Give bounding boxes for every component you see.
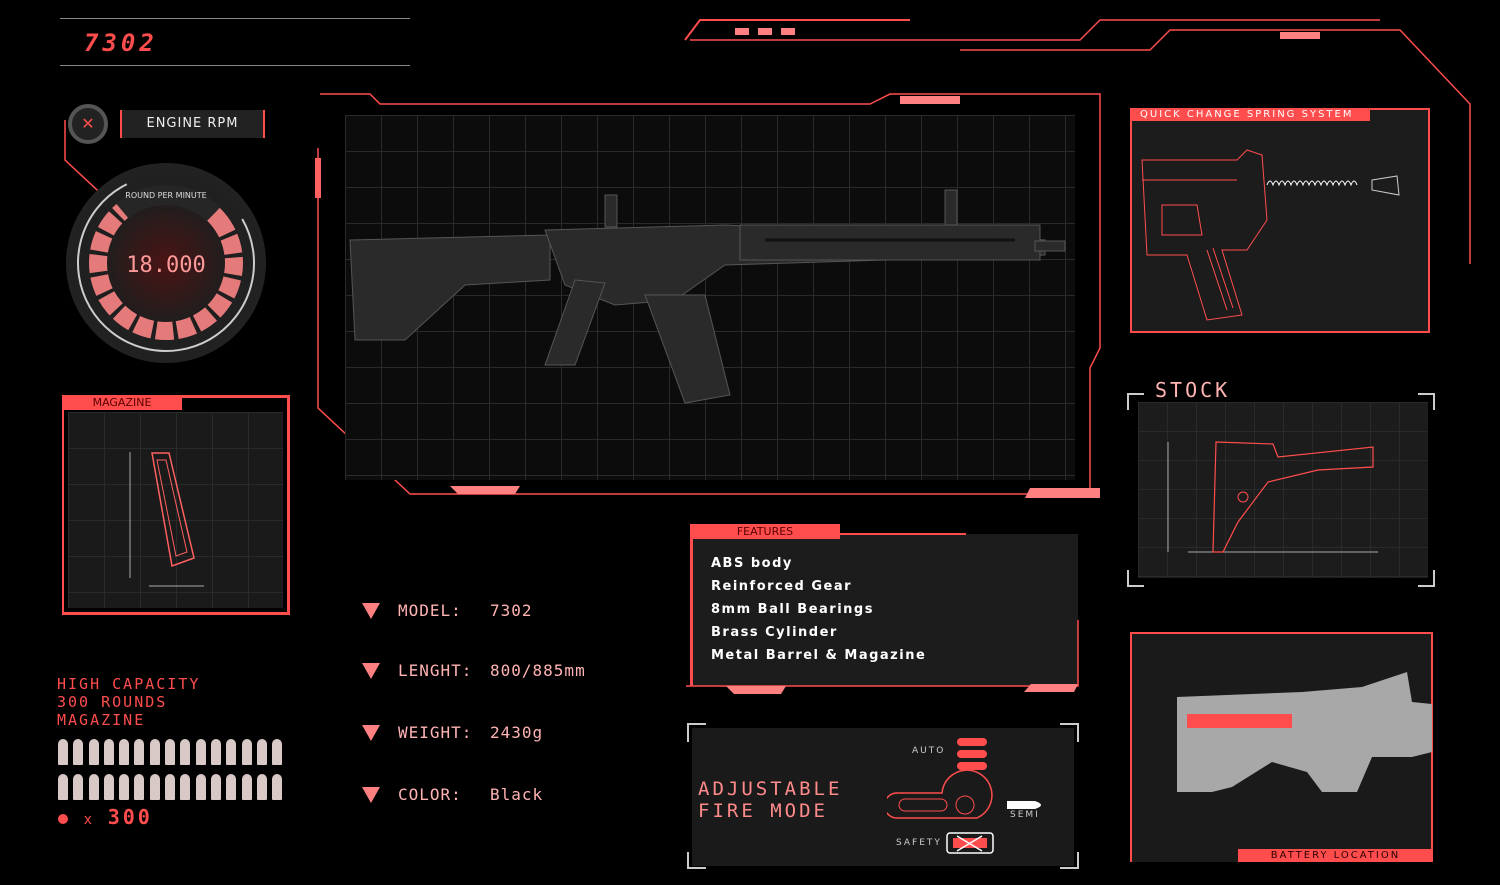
stock-drawing [1167, 441, 1378, 553]
rifle-image [349, 189, 1066, 404]
battery-panel: BATTERY LOCATION [1130, 632, 1433, 862]
bullet-icon [272, 739, 283, 765]
rpm-gauge: ROUND PER MINUTE 18.000 [66, 163, 266, 363]
bullet-icon [256, 739, 267, 765]
bullet-icon [195, 774, 206, 800]
bullet-icon [73, 739, 84, 765]
semi-label[interactable]: SEMI [1010, 810, 1040, 820]
bullet-icon [165, 774, 176, 800]
bullet-icon [88, 739, 99, 765]
bullet-icon [58, 739, 68, 765]
bullet-icon [149, 774, 160, 800]
battery-location-label: BATTERY LOCATION [1238, 849, 1433, 862]
fire-mode-panel: ADJUSTABLE FIRE MODE AUTO SEMI SAFETY [692, 728, 1074, 866]
bullet-rows [58, 739, 298, 809]
engine-rpm-label: ENGINE RPM [120, 110, 265, 138]
magazine-tab: MAGAZINE [62, 395, 182, 410]
bullet-icon [210, 739, 221, 765]
bullet-icon [226, 774, 237, 800]
safety-label[interactable]: SAFETY [896, 838, 942, 848]
spec-label: COLOR: [398, 785, 462, 804]
bullet-icon [149, 739, 160, 765]
triangle-down-icon [362, 724, 380, 741]
bullet-icon [226, 739, 237, 765]
bullet-icon [119, 774, 130, 800]
spec-row: LENGHT: 800/885mm [352, 661, 586, 680]
spec-label: LENGHT: [398, 661, 473, 680]
bullet-icon [165, 739, 176, 765]
title-box: 7302 [60, 18, 410, 66]
fire-mode-title: ADJUSTABLE FIRE MODE [698, 778, 842, 822]
spec-row: WEIGHT: 2430g [352, 723, 543, 742]
spring-panel: QUICK CHANGE SPRING SYSTEM [1130, 108, 1430, 333]
bullet-icon [241, 739, 252, 765]
bullet-dot-icon [58, 814, 68, 824]
bullet-icon [210, 774, 221, 800]
spec-row: MODEL: 7302 [352, 601, 533, 620]
spec-value: Black [490, 785, 544, 804]
spec-value: 7302 [490, 601, 533, 620]
magazine-panel: MAGAZINE [62, 395, 290, 615]
triangle-down-icon [362, 662, 380, 679]
battery-drawing [1177, 672, 1432, 792]
fire-selector-icon [887, 738, 1041, 854]
stock-corners [1127, 393, 1435, 587]
bullet-icon [180, 774, 191, 800]
features-tab: FEATURES [690, 524, 840, 539]
feature-item: Reinforced Gear [711, 579, 853, 594]
count-value: 300 [107, 805, 153, 829]
bullet-icon [134, 739, 145, 765]
count-prefix: x [83, 812, 93, 828]
round-count: x 300 [58, 805, 153, 829]
feature-item: 8mm Ball Bearings [711, 602, 874, 617]
spec-row: COLOR: Black [352, 785, 543, 804]
spec-value: 2430g [490, 723, 544, 742]
spec-label: MODEL: [398, 601, 462, 620]
spring-tab: QUICK CHANGE SPRING SYSTEM [1130, 108, 1370, 121]
capacity-line-1: HIGH CAPACITY [57, 675, 201, 693]
bullet-icon [256, 774, 267, 800]
capacity-text: HIGH CAPACITY 300 ROUNDS MAGAZINE [57, 675, 200, 729]
bullet-icon [180, 739, 191, 765]
magazine-drawing [129, 452, 204, 587]
triangle-down-icon [362, 602, 380, 619]
bullet-icon [73, 774, 84, 800]
stock-title: STOCK [1155, 378, 1231, 402]
spring-drawing [1141, 149, 1400, 321]
rifle-grid [345, 115, 1075, 480]
top-decoration [684, 19, 1471, 264]
bullet-icon [103, 774, 114, 800]
capacity-line-3: MAGAZINE [57, 711, 146, 729]
triangle-down-icon [362, 786, 380, 803]
bullet-icon [272, 774, 283, 800]
feature-item: ABS body [711, 556, 793, 571]
bullet-icon [88, 774, 99, 800]
fire-mode-title-2: FIRE MODE [698, 800, 828, 822]
gauge-label: ROUND PER MINUTE [125, 191, 207, 200]
model-title: 7302 [84, 29, 158, 57]
bullet-icon [134, 774, 145, 800]
fire-mode-title-1: ADJUSTABLE [698, 778, 843, 800]
bullet-icon [58, 774, 68, 800]
features-decoration [686, 533, 1079, 694]
spec-value: 800/885mm [490, 661, 586, 680]
fire-mode-corners [687, 723, 1079, 869]
spec-label: WEIGHT: [398, 723, 473, 742]
capacity-line-2: 300 ROUNDS [57, 693, 168, 711]
stock-panel [1138, 402, 1428, 578]
rpm-value: 18.000 [126, 253, 206, 278]
bullet-icon [119, 739, 130, 765]
feature-item: Metal Barrel & Magazine [711, 648, 927, 663]
bullet-icon [195, 739, 206, 765]
bullet-icon [241, 774, 252, 800]
auto-label[interactable]: AUTO [912, 746, 946, 756]
bullet-icon [103, 739, 114, 765]
feature-item: Brass Cylinder [711, 625, 838, 640]
rpm-icon: ✕ [68, 104, 108, 144]
